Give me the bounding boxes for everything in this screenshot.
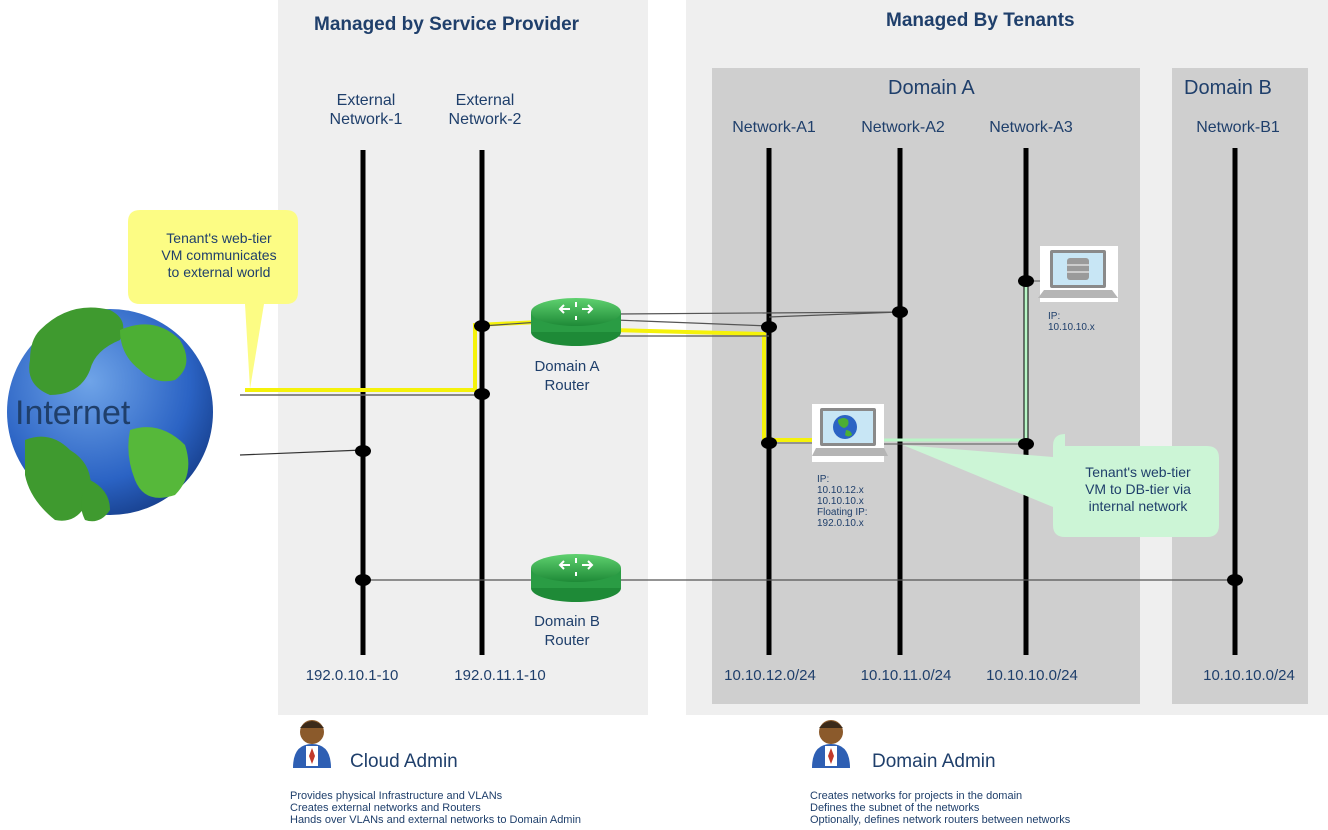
port-a1-router-a (761, 321, 777, 333)
domain-admin-desc-line1: Creates networks for projects in the dom… (810, 790, 1023, 802)
port-b1-router-b (1227, 574, 1243, 586)
external-traffic-path (245, 320, 541, 392)
external-callout-line2: VM communicates (161, 247, 277, 263)
domain-a-title: Domain A (888, 77, 975, 99)
domain-admin-name: Domain Admin (872, 751, 996, 772)
domain-admin-description: Creates networks for projects in the dom… (810, 790, 1070, 826)
network-label-ext2: External Network-2 (449, 91, 522, 129)
network-label-a2: Network-A2 (861, 119, 945, 136)
external-callout-shape (128, 210, 298, 389)
web-vm-ip: IP: 10.10.12.x 10.10.10.x Floating IP: 1… (817, 474, 868, 529)
network-label-a3: Network-A3 (989, 119, 1073, 136)
network-label-ext1-line2: Network-1 (329, 111, 403, 128)
router-a1-a2-link (768, 311, 901, 318)
web-vm-ip-line2: 10.10.12.x (817, 485, 864, 496)
port-a2-router-a (892, 306, 908, 318)
cloud-admin-name: Cloud Admin (350, 751, 458, 772)
cloud-admin-description: Provides physical Infrastructure and VLA… (290, 790, 581, 826)
web-vm-ip-line5: 192.0.10.x (817, 518, 864, 529)
router-a-label: Domain A Router (534, 357, 599, 395)
router-a-label-line2: Router (544, 377, 590, 394)
network-label-b1: Network-B1 (1196, 119, 1280, 136)
web-vm-ip-line4: Floating IP: (817, 507, 868, 518)
internet-label: Internet (15, 394, 131, 432)
tenants-title: Managed By Tenants (886, 10, 1075, 31)
cloud-admin-desc-line2: Creates external networks and Routers (290, 802, 481, 814)
network-label-a1: Network-A1 (732, 119, 816, 136)
port-ext1-router-b (355, 574, 371, 586)
port-a3-db-vm (1018, 275, 1034, 287)
cloud-admin-desc-line1: Provides physical Infrastructure and VLA… (290, 790, 503, 802)
external-callout-text: Tenant's web-tier VM communicates to ext… (134, 230, 304, 281)
port-ext2-internet (474, 388, 490, 400)
db-vm-ip-line1: IP: (1048, 311, 1061, 322)
subnet-a1: 10.10.12.0/24 (724, 667, 816, 684)
subnet-a2: 10.10.11.0/24 (860, 667, 952, 684)
port-a3-web-vm (1018, 438, 1034, 450)
port-ext2-router-a (474, 320, 490, 332)
domain-admin-icon (812, 720, 850, 768)
domain-admin-desc-line3: Optionally, defines network routers betw… (810, 814, 1071, 826)
web-vm-ip-line1: IP: (817, 474, 830, 485)
internal-callout-shape (903, 434, 1219, 537)
router-a-link-ext2 (481, 321, 541, 327)
router-b-label-line2: Router (544, 632, 590, 649)
cloud-admin-desc-line3: Hands over VLANs and external networks t… (290, 814, 582, 826)
domain-a-box (712, 68, 1140, 704)
external-traffic-path-2 (609, 328, 826, 442)
network-label-ext2-line1: External (455, 92, 515, 109)
router-a-link-a1 (614, 319, 770, 327)
subnet-b1: 10.10.10.0/24 (1203, 667, 1295, 684)
network-label-ext2-line2: Network-2 (448, 111, 522, 128)
router-a-label-line1: Domain A (534, 358, 600, 375)
internal-callout-line2: VM to DB-tier via (1085, 481, 1191, 497)
subnet-ext1: 192.0.10.1-10 (305, 667, 399, 684)
port-ext1-internet (355, 445, 371, 457)
web-vm-icon (812, 404, 888, 462)
external-callout-line1: Tenant's web-tier (166, 230, 272, 246)
router-a-icon (531, 298, 621, 346)
network-label-ext1-line1: External (336, 92, 396, 109)
internet-globe-icon (7, 307, 213, 522)
external-callout-line3: to external world (167, 264, 271, 280)
cloud-admin-icon (293, 720, 331, 768)
router-b-icon (531, 554, 621, 602)
router-b-label-line1: Domain B (534, 613, 600, 630)
router-b-label: Domain B Router (534, 612, 600, 650)
internet-link-2 (239, 449, 364, 456)
service-provider-title: Managed by Service Provider (314, 14, 580, 35)
subnet-a3: 10.10.10.0/24 (986, 667, 1078, 684)
domain-b-box (1172, 68, 1308, 704)
internal-callout-line3: internal network (1088, 498, 1188, 514)
subnet-ext2: 192.0.11.1-10 (454, 667, 546, 684)
router-a-top-link (614, 311, 901, 315)
internal-callout-text: Tenant's web-tier VM to DB-tier via inte… (1058, 464, 1218, 515)
port-a1-web-vm (761, 437, 777, 449)
domain-admin-desc-line2: Defines the subnet of the networks (810, 802, 980, 814)
domain-b-title: Domain B (1184, 77, 1272, 99)
internal-callout-line1: Tenant's web-tier (1085, 464, 1191, 480)
db-vm-ip: IP: 10.10.10.x (1048, 311, 1095, 333)
db-vm-ip-line2: 10.10.10.x (1048, 322, 1095, 333)
network-label-ext1: External Network-1 (330, 91, 403, 129)
db-vm-icon (1038, 246, 1118, 302)
web-vm-ip-line3: 10.10.10.x (817, 496, 864, 507)
